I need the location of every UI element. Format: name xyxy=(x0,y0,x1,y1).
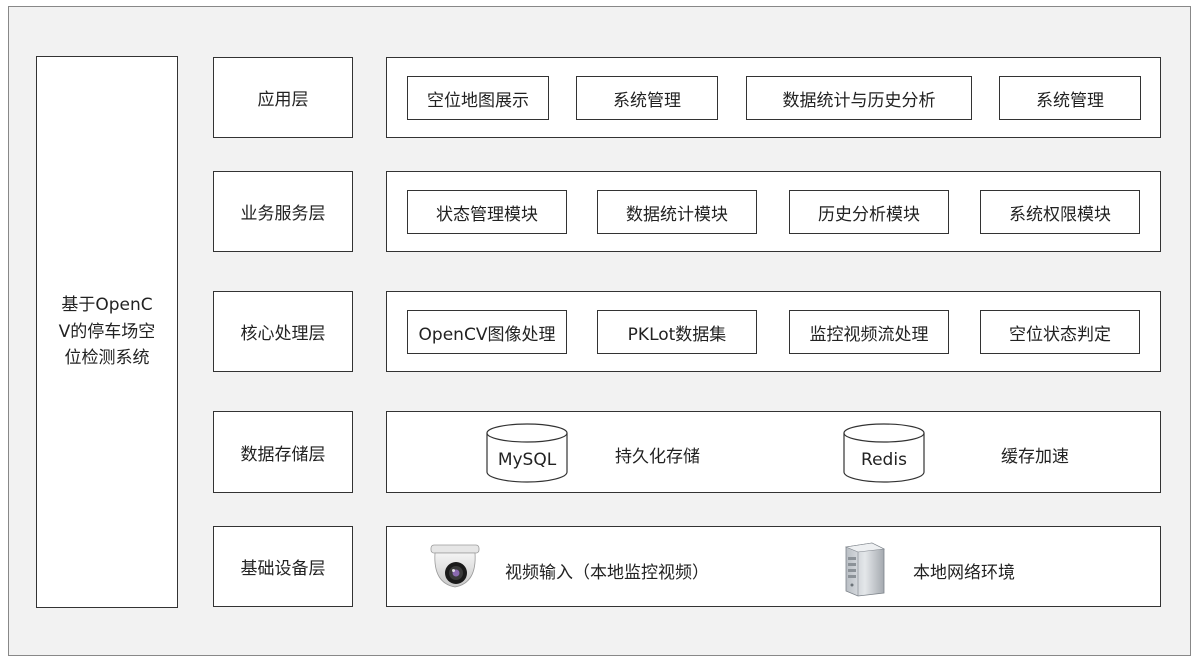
module-box: 状态管理模块 xyxy=(407,190,567,234)
system-title-box: 基于OpenCV的停车场空位检测系统 xyxy=(36,56,178,608)
layer-label-text: 核心处理层 xyxy=(240,324,326,344)
database-label-mysql: MySQL xyxy=(497,450,557,470)
database-label-redis: Redis xyxy=(861,450,907,470)
security-camera-icon xyxy=(430,544,480,588)
layer-label-storage: 数据存储层 xyxy=(213,411,353,493)
layer-content-core: OpenCV图像处理 PKLot数据集 监控视频流处理 空位状态判定 xyxy=(386,291,1161,372)
module-box: 历史分析模块 xyxy=(789,190,949,234)
layer-content-storage: MySQL 持久化存储 Redis 缓存加速 xyxy=(386,411,1161,493)
module-box: 数据统计模块 xyxy=(597,190,757,234)
database-cylinder-icon xyxy=(843,423,925,483)
module-box: 系统管理 xyxy=(576,76,718,120)
module-box: OpenCV图像处理 xyxy=(407,310,567,354)
module-box: 系统权限模块 xyxy=(980,190,1140,234)
module-box: 空位地图展示 xyxy=(407,76,549,120)
layer-label-text: 应用层 xyxy=(257,90,309,110)
module-box: 监控视频流处理 xyxy=(789,310,949,354)
module-box: PKLot数据集 xyxy=(597,310,757,354)
layer-label-business: 业务服务层 xyxy=(213,171,353,252)
layer-label-text: 基础设备层 xyxy=(240,559,326,579)
module-box: 系统管理 xyxy=(999,76,1141,120)
database-cylinder-icon xyxy=(486,423,568,483)
layer-content-infrastructure: 视频输入（本地监控视频） 本地网络环境 xyxy=(386,526,1161,607)
layer-label-core: 核心处理层 xyxy=(213,291,353,372)
layer-content-business: 状态管理模块 数据统计模块 历史分析模块 系统权限模块 xyxy=(386,171,1161,252)
system-title: 基于OpenCV的停车场空位检测系统 xyxy=(58,295,156,369)
layer-label-application: 应用层 xyxy=(213,57,353,138)
layer-label-text: 业务服务层 xyxy=(240,204,326,224)
storage-desc: 缓存加速 xyxy=(1001,447,1069,467)
layer-content-application: 空位地图展示 系统管理 数据统计与历史分析 系统管理 xyxy=(386,57,1161,138)
module-box: 空位状态判定 xyxy=(980,310,1140,354)
device-desc: 本地网络环境 xyxy=(913,563,1015,583)
layer-label-infrastructure: 基础设备层 xyxy=(213,526,353,607)
server-icon xyxy=(844,542,886,597)
layer-label-text: 数据存储层 xyxy=(240,444,326,465)
storage-desc: 持久化存储 xyxy=(615,447,700,467)
module-box: 数据统计与历史分析 xyxy=(746,76,972,120)
device-desc: 视频输入（本地监控视频） xyxy=(505,563,709,583)
